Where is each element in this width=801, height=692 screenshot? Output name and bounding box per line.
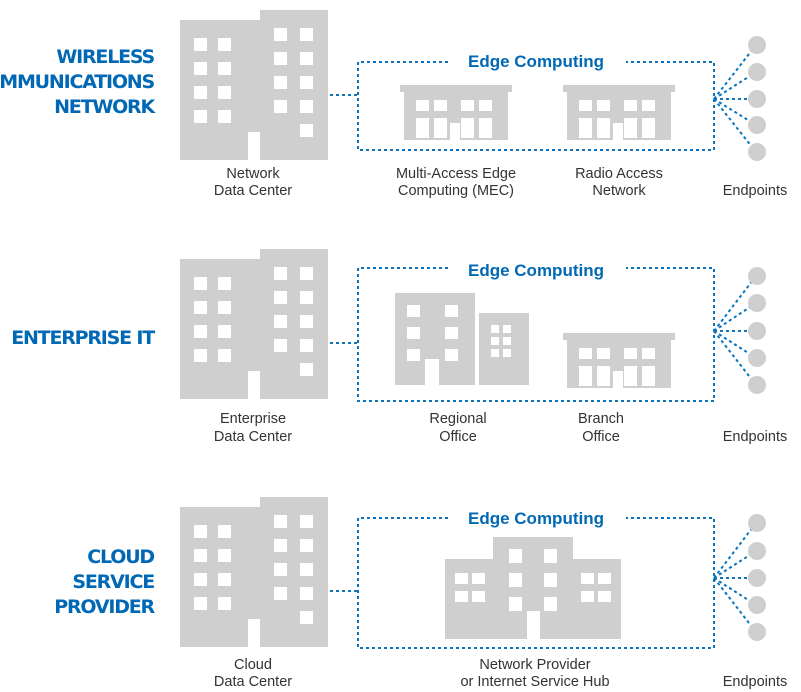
row-cloud-title-line-1: CLOUD bbox=[87, 546, 154, 568]
hub-label-line-2: or Internet Service Hub bbox=[460, 674, 609, 690]
row-wireless-title-line-1: WIRELESS bbox=[56, 46, 154, 68]
endpoint-icon bbox=[748, 623, 766, 641]
row-wireless-title: WIRELESS COMMUNICATIONS NETWORK bbox=[0, 46, 158, 118]
cloud-data-center-building-icon bbox=[180, 497, 328, 647]
enterprise-data-center-label-line-2: Data Center bbox=[214, 429, 292, 445]
endpoint-icon bbox=[748, 143, 766, 161]
row-cloud: CLOUD SERVICE PROVIDER Cloud Data Center… bbox=[54, 497, 787, 690]
network-data-center-label-line-2: Data Center bbox=[214, 183, 292, 199]
endpoint-icon bbox=[748, 90, 766, 108]
mec-building-icon bbox=[400, 85, 512, 140]
network-provider-hub-building-icon bbox=[445, 537, 621, 639]
endpoint-icon bbox=[748, 267, 766, 285]
enterprise-data-center-building-icon bbox=[180, 249, 328, 399]
endpoint-icon bbox=[748, 63, 766, 81]
ran-label-line-1: Radio Access bbox=[575, 166, 663, 182]
edge-computing-boundary bbox=[357, 267, 715, 402]
network-data-center-label-line-1: Network bbox=[226, 166, 280, 182]
endpoint-icon bbox=[748, 596, 766, 614]
branch-office-label-line-1: Branch bbox=[578, 411, 624, 427]
row-cloud-title: CLOUD SERVICE PROVIDER bbox=[54, 546, 157, 618]
endpoints-label: Endpoints bbox=[723, 183, 788, 199]
endpoint-icon bbox=[748, 569, 766, 587]
radio-access-network-building-icon bbox=[563, 85, 675, 140]
endpoint-connectors bbox=[713, 522, 757, 633]
hub-label-line-1: Network Provider bbox=[479, 657, 590, 673]
endpoint-icon bbox=[748, 116, 766, 134]
row-wireless-title-line-3: NETWORK bbox=[54, 96, 156, 118]
edge-computing-title: Edge Computing bbox=[468, 509, 604, 528]
ran-label-line-2: Network bbox=[592, 183, 646, 199]
regional-office-label-line-2: Office bbox=[439, 429, 477, 445]
endpoints-label: Endpoints bbox=[723, 674, 788, 690]
row-cloud-title-line-3: PROVIDER bbox=[54, 596, 155, 618]
edge-computing-title: Edge Computing bbox=[468, 52, 604, 71]
row-enterprise-title: ENTERPRISE IT bbox=[11, 327, 155, 349]
row-wireless-title-line-2: COMMUNICATIONS bbox=[0, 71, 155, 93]
cloud-data-center-label-line-2: Data Center bbox=[214, 674, 292, 690]
edge-computing-title: Edge Computing bbox=[468, 261, 604, 280]
mec-label-line-1: Multi-Access Edge bbox=[396, 166, 516, 182]
row-cloud-title-line-2: SERVICE bbox=[72, 571, 154, 593]
endpoint-icon bbox=[748, 294, 766, 312]
mec-label-line-2: Computing (MEC) bbox=[398, 183, 514, 199]
edge-computing-boundary bbox=[357, 61, 715, 151]
regional-office-building-icon bbox=[395, 293, 529, 385]
endpoint-icon bbox=[748, 514, 766, 532]
edge-computing-boundary bbox=[357, 517, 715, 649]
regional-office-label-line-1: Regional bbox=[429, 411, 486, 427]
endpoint-icon bbox=[748, 376, 766, 394]
endpoint-icon bbox=[748, 36, 766, 54]
endpoint-icon bbox=[748, 349, 766, 367]
network-data-center-building-icon bbox=[180, 10, 328, 160]
endpoint-connectors bbox=[713, 44, 757, 153]
endpoints-label: Endpoints bbox=[723, 429, 788, 445]
endpoint-connectors bbox=[713, 275, 757, 386]
row-enterprise: ENTERPRISE IT Enterprise Data Center Edg… bbox=[11, 249, 787, 445]
endpoint-icon bbox=[748, 322, 766, 340]
branch-office-building-icon bbox=[563, 333, 675, 388]
enterprise-data-center-label-line-1: Enterprise bbox=[220, 411, 286, 427]
endpoint-icon bbox=[748, 542, 766, 560]
branch-office-label-line-2: Office bbox=[582, 429, 620, 445]
cloud-data-center-label-line-1: Cloud bbox=[234, 657, 272, 673]
row-wireless: WIRELESS COMMUNICATIONS NETWORK Network … bbox=[0, 10, 787, 199]
